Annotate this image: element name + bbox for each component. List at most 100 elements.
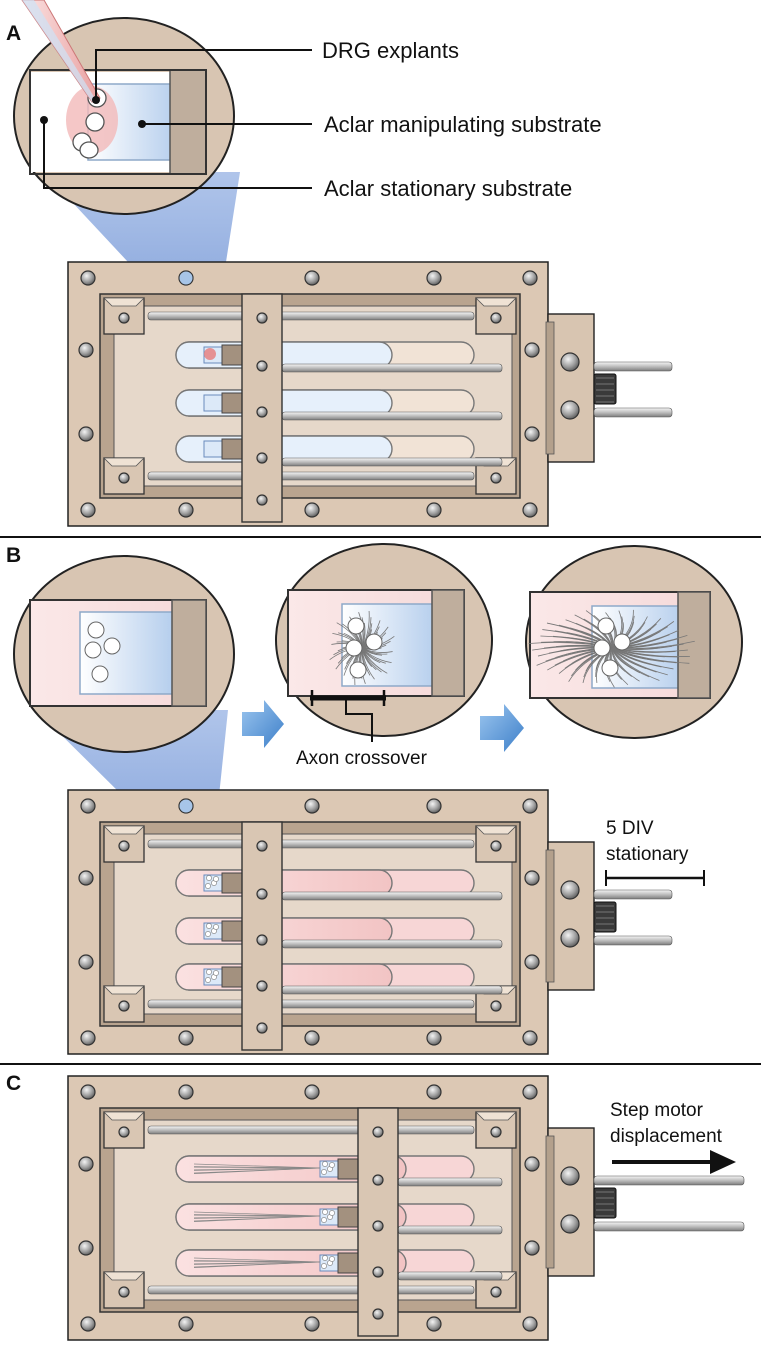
step-motor-icon — [593, 1187, 617, 1219]
screw — [524, 1156, 540, 1172]
label-drg-explants: DRG explants — [322, 38, 459, 63]
screw — [490, 1000, 502, 1012]
screw — [78, 1156, 94, 1172]
substrate-holder — [221, 920, 243, 942]
output-rod — [593, 361, 673, 372]
substrate-holder — [337, 1206, 359, 1228]
screw — [256, 312, 268, 324]
axon-bundle — [193, 1215, 321, 1222]
screw — [522, 1030, 538, 1046]
screw — [256, 840, 268, 852]
guide-rod — [147, 1125, 475, 1135]
screw — [522, 798, 538, 814]
panel-letter-b: B — [6, 544, 21, 567]
screw — [80, 798, 96, 814]
screw — [118, 1000, 130, 1012]
guide-rod — [147, 1285, 475, 1295]
screw — [78, 426, 94, 442]
axon-bundle — [193, 1257, 321, 1263]
screw — [256, 888, 268, 900]
explant — [321, 1169, 327, 1175]
motor-mount — [547, 841, 595, 991]
axon-bundle — [193, 1260, 321, 1263]
screw — [256, 452, 268, 464]
screw — [118, 1286, 130, 1298]
screw — [178, 502, 194, 518]
step-motor-icon — [593, 373, 617, 405]
explant — [321, 1263, 327, 1269]
actuator-rod — [281, 939, 503, 949]
flow-arrow-icon — [480, 704, 524, 752]
explant — [322, 1161, 328, 1167]
explant — [329, 1256, 335, 1262]
screw — [78, 954, 94, 970]
screw — [304, 798, 320, 814]
screw — [426, 1084, 442, 1100]
screw — [426, 798, 442, 814]
panel-letter-a: A — [6, 22, 21, 45]
actuator-rod — [397, 1271, 503, 1281]
zoom-circle-b2 — [275, 543, 493, 737]
axon-bundle — [193, 1215, 321, 1219]
screw — [372, 1266, 384, 1278]
screw — [426, 1030, 442, 1046]
screw — [256, 934, 268, 946]
corner-bevel — [103, 1271, 145, 1281]
label-div-line1: 5 DIV — [606, 818, 654, 839]
axon-bundle — [193, 1261, 321, 1265]
axon-bundle — [193, 1167, 321, 1171]
device-panel-b — [67, 789, 673, 1055]
actuator-rod — [281, 457, 503, 467]
substrate-holder — [221, 344, 243, 366]
screw — [256, 1022, 268, 1034]
flow-arrow-icon — [242, 700, 284, 748]
screw — [78, 870, 94, 886]
motor-mount-edge — [545, 849, 555, 983]
actuator-rod — [281, 891, 503, 901]
screw — [304, 1030, 320, 1046]
crossover-bracket — [310, 690, 386, 742]
screw — [78, 1240, 94, 1256]
corner-bevel — [475, 1111, 517, 1121]
explant — [205, 883, 211, 889]
axon-bundle — [193, 1166, 321, 1169]
explant — [206, 923, 212, 929]
screw — [178, 1030, 194, 1046]
output-rod — [593, 1175, 745, 1186]
screw — [524, 1240, 540, 1256]
screw — [372, 1174, 384, 1186]
screw — [304, 270, 320, 286]
actuator-rod — [281, 363, 503, 373]
output-rod — [593, 407, 673, 418]
guide-rod — [147, 471, 475, 481]
screw — [80, 1316, 96, 1332]
device-panel-a — [67, 261, 673, 527]
screw — [490, 1286, 502, 1298]
screw — [372, 1220, 384, 1232]
screw — [426, 1316, 442, 1332]
substrate-holder — [221, 438, 243, 460]
panel-a: A — [6, 0, 602, 352]
screw — [256, 980, 268, 992]
corner-bevel — [103, 297, 145, 307]
step-motor-icon — [593, 901, 617, 933]
motor-mount-edge — [545, 321, 555, 455]
screw — [178, 1316, 194, 1332]
screw — [304, 502, 320, 518]
div-scale-bar — [605, 870, 705, 886]
screw — [560, 928, 580, 948]
screw — [304, 1084, 320, 1100]
screw — [256, 406, 268, 418]
explant — [205, 931, 211, 937]
manipulating-substrate — [203, 394, 223, 412]
motor-mount — [547, 1127, 595, 1277]
label-div-line2: stationary — [606, 844, 689, 865]
screw — [426, 270, 442, 286]
zoom-circle-b1 — [13, 555, 235, 753]
axon-bundle — [193, 1261, 321, 1268]
screw — [118, 312, 130, 324]
guide-rod — [147, 999, 475, 1009]
output-rod — [593, 1221, 745, 1232]
zoom-circle-a — [13, 0, 235, 215]
